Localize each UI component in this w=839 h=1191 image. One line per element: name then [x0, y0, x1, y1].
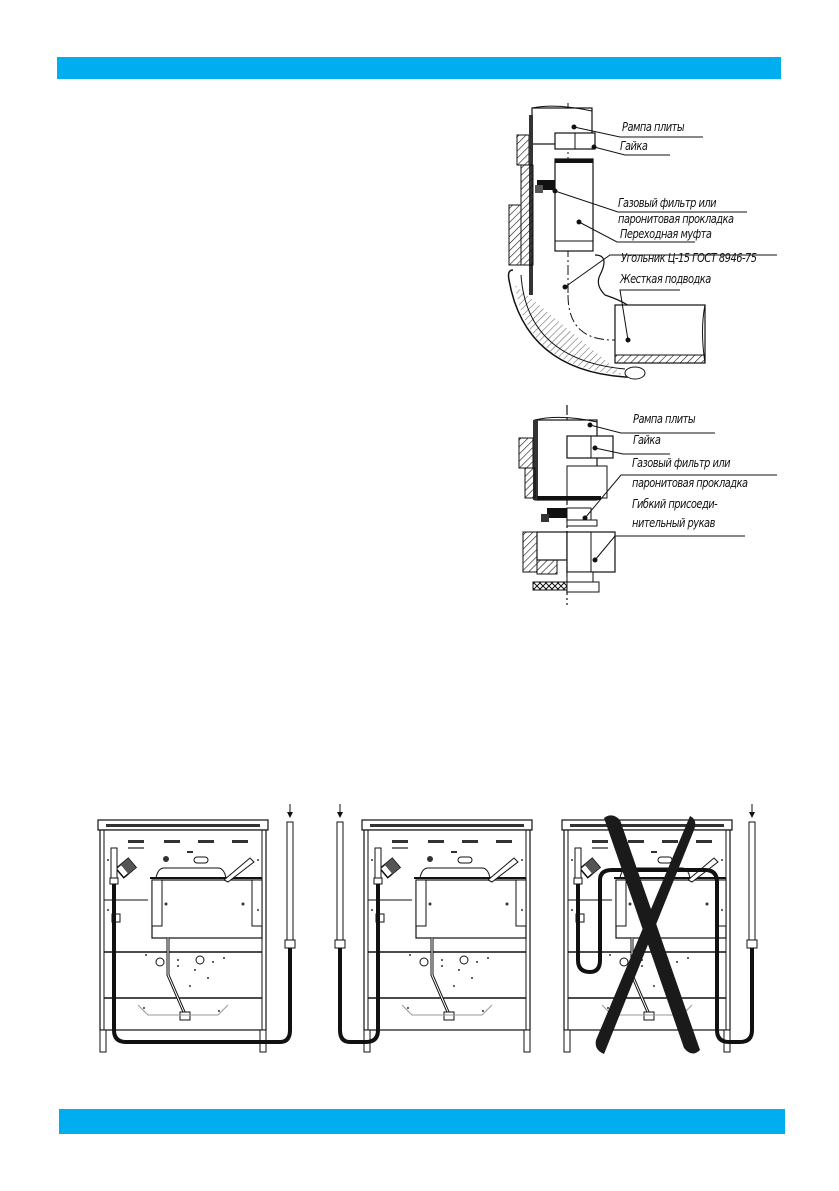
label-stove-ramp-2: Рампа плиты: [633, 412, 696, 426]
figure-flexible-connection: Рампа плиты Гайка Газовый фильтр или пар…: [495, 400, 795, 610]
stove-figure-3-incorrect: [560, 804, 758, 1054]
label-nut-2: Гайка: [633, 433, 661, 447]
label-paronite-gasket: паронитовая прокладка: [618, 212, 734, 226]
label-nut: Гайка: [620, 139, 648, 153]
header-accent-bar: [57, 57, 781, 79]
label-adapter-sleeve: Переходная муфта: [620, 227, 712, 241]
label-elbow-gost: Угольник Ц-15 ГОСТ 8946-75: [621, 251, 757, 265]
footer-accent-bar: [59, 1109, 785, 1134]
label-gas-filter-2: Газовый фильтр или: [632, 456, 731, 470]
flexible-connection-drawing: [518, 405, 777, 605]
label-stove-ramp: Рампа плиты: [622, 120, 685, 134]
label-gas-filter: Газовый фильтр или: [618, 196, 717, 210]
label-flex-hose-1: Гибкий присоеди-: [632, 497, 718, 511]
stove-figure-1-hose-right: [96, 804, 296, 1054]
figure-rigid-connection: Рампа плиты Гайка Газовый фильтр или пар…: [495, 95, 795, 395]
stove-figure-2-hose-left: [334, 804, 534, 1054]
label-paronite-gasket-2: паронитовая прокладка: [632, 476, 748, 490]
label-rigid-supply: Жесткая подводка: [620, 272, 711, 286]
rigid-connection-drawing: [507, 103, 777, 380]
label-flex-hose-2: нительный рукав: [632, 516, 715, 530]
